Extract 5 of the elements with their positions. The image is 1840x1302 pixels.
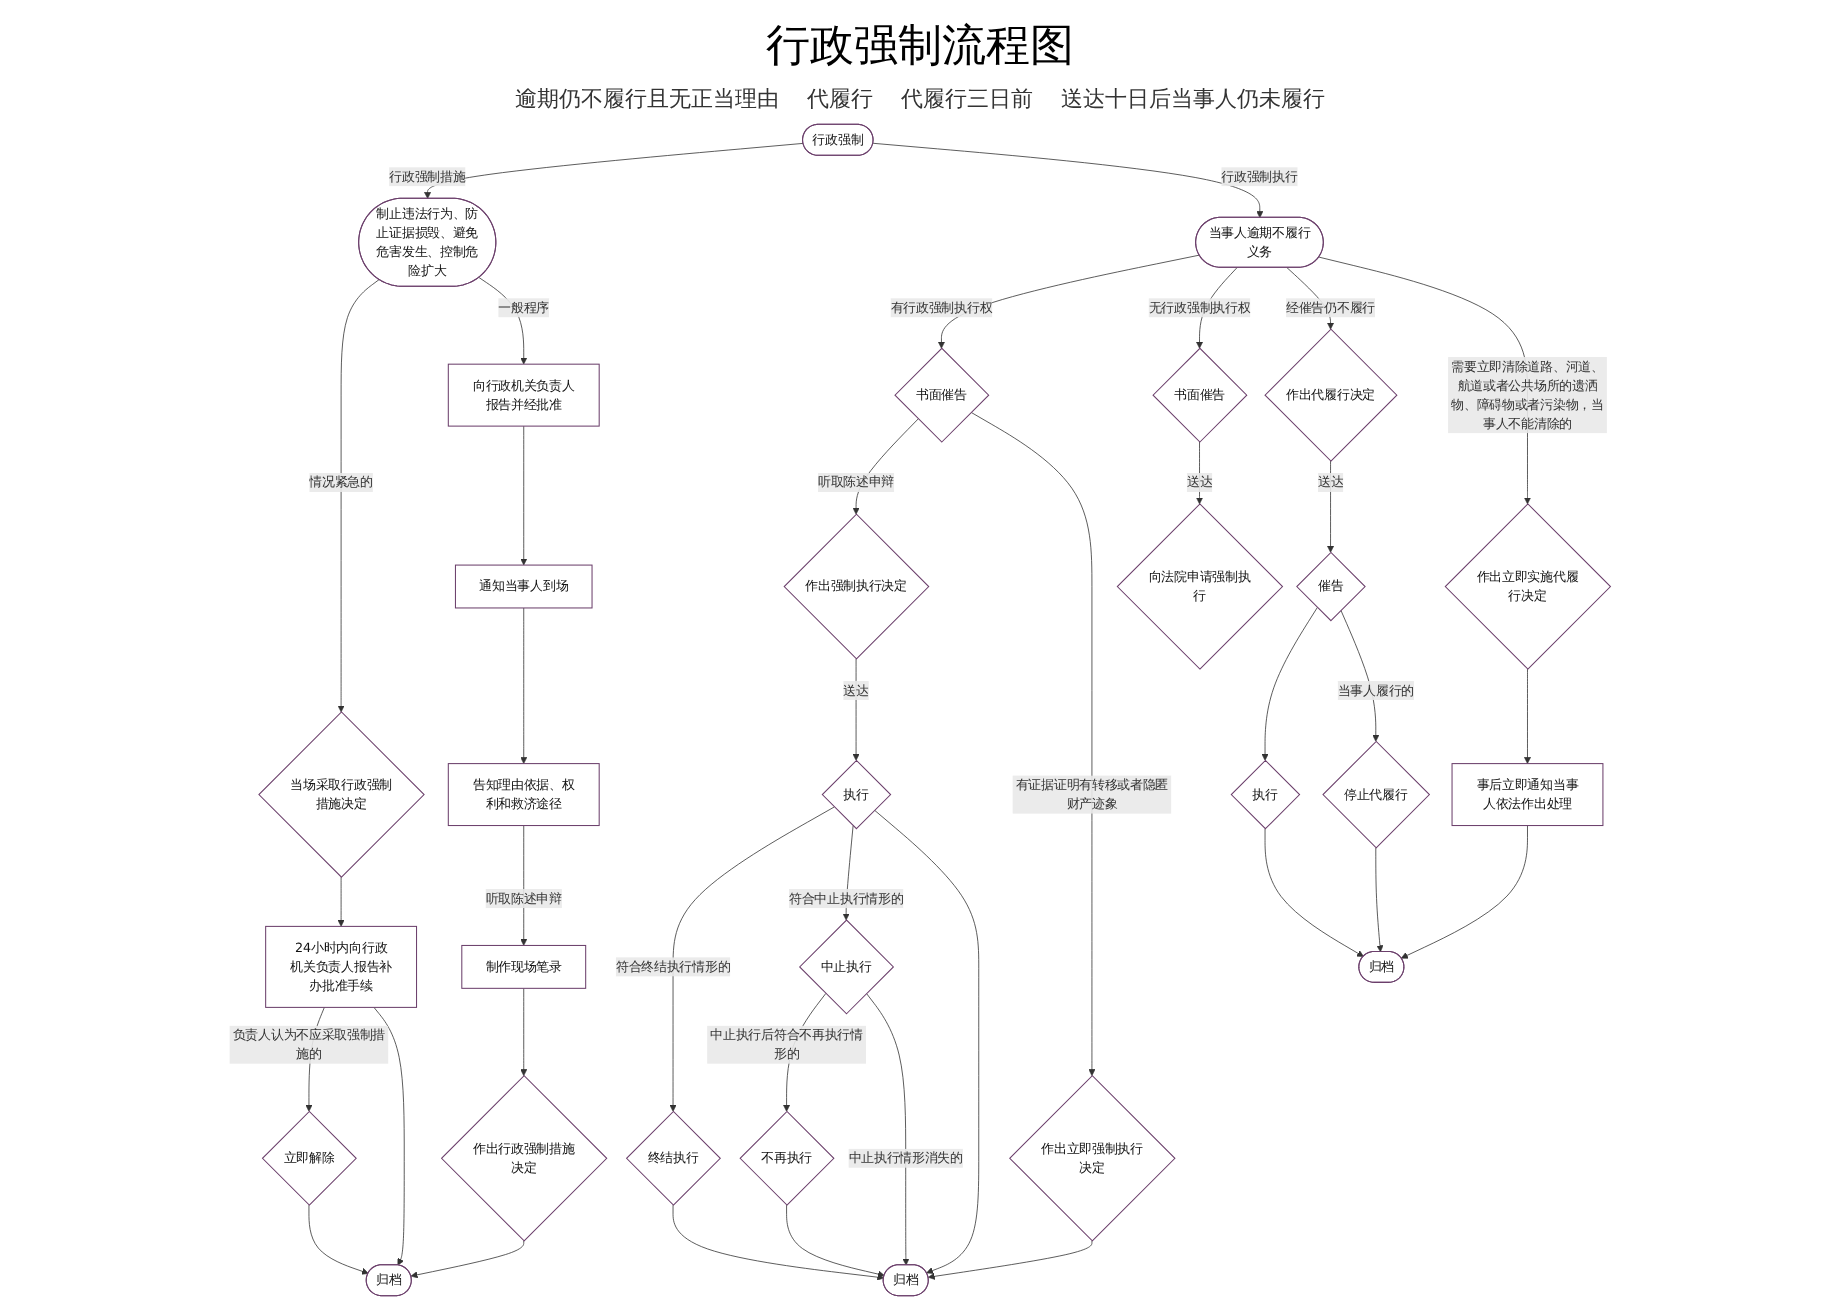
note-text: 送达十日后当事人仍未履行 [1061,84,1325,114]
note-text: 代履行 [807,84,873,114]
note-text: 逾期仍不履行且无正当理由 [515,84,779,114]
diagram-title: 行政强制流程图 [766,20,1074,76]
note-text: 代履行三日前 [901,84,1033,114]
